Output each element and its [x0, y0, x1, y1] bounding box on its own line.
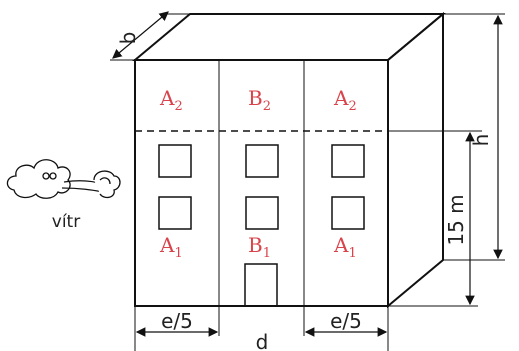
label-h: h — [469, 134, 493, 147]
window — [158, 196, 192, 230]
windows — [158, 144, 365, 307]
building — [132, 11, 482, 309]
label-b: b — [116, 32, 140, 45]
label-e5-left: e/5 — [161, 309, 193, 333]
window — [158, 144, 192, 178]
dimension-b: b — [110, 11, 190, 61]
zone-label-upper-right: A2 — [333, 86, 357, 114]
zone-label-lower-right: A1 — [333, 233, 357, 261]
label-wind: vítr — [52, 212, 80, 232]
zone-label-lower-left: A1 — [159, 233, 183, 261]
label-15m: 15 m — [444, 194, 468, 245]
label-e5-right: e/5 — [330, 309, 362, 333]
zone-label-lower-mid: B1 — [248, 233, 271, 261]
dimension-h: h — [443, 13, 505, 261]
window — [245, 144, 279, 178]
wind-cloud-icon — [6, 159, 121, 199]
label-d: d — [256, 330, 269, 351]
zone-label-upper-mid: B2 — [248, 86, 271, 114]
side-face — [387, 11, 444, 309]
window — [245, 196, 279, 230]
dimension-15m: 15 m — [388, 131, 478, 307]
dimension-bottom: e/5 e/5 d — [134, 306, 389, 351]
door — [244, 263, 278, 307]
zone-label-upper-left: A2 — [159, 86, 183, 114]
window — [331, 196, 365, 230]
window — [331, 144, 365, 178]
